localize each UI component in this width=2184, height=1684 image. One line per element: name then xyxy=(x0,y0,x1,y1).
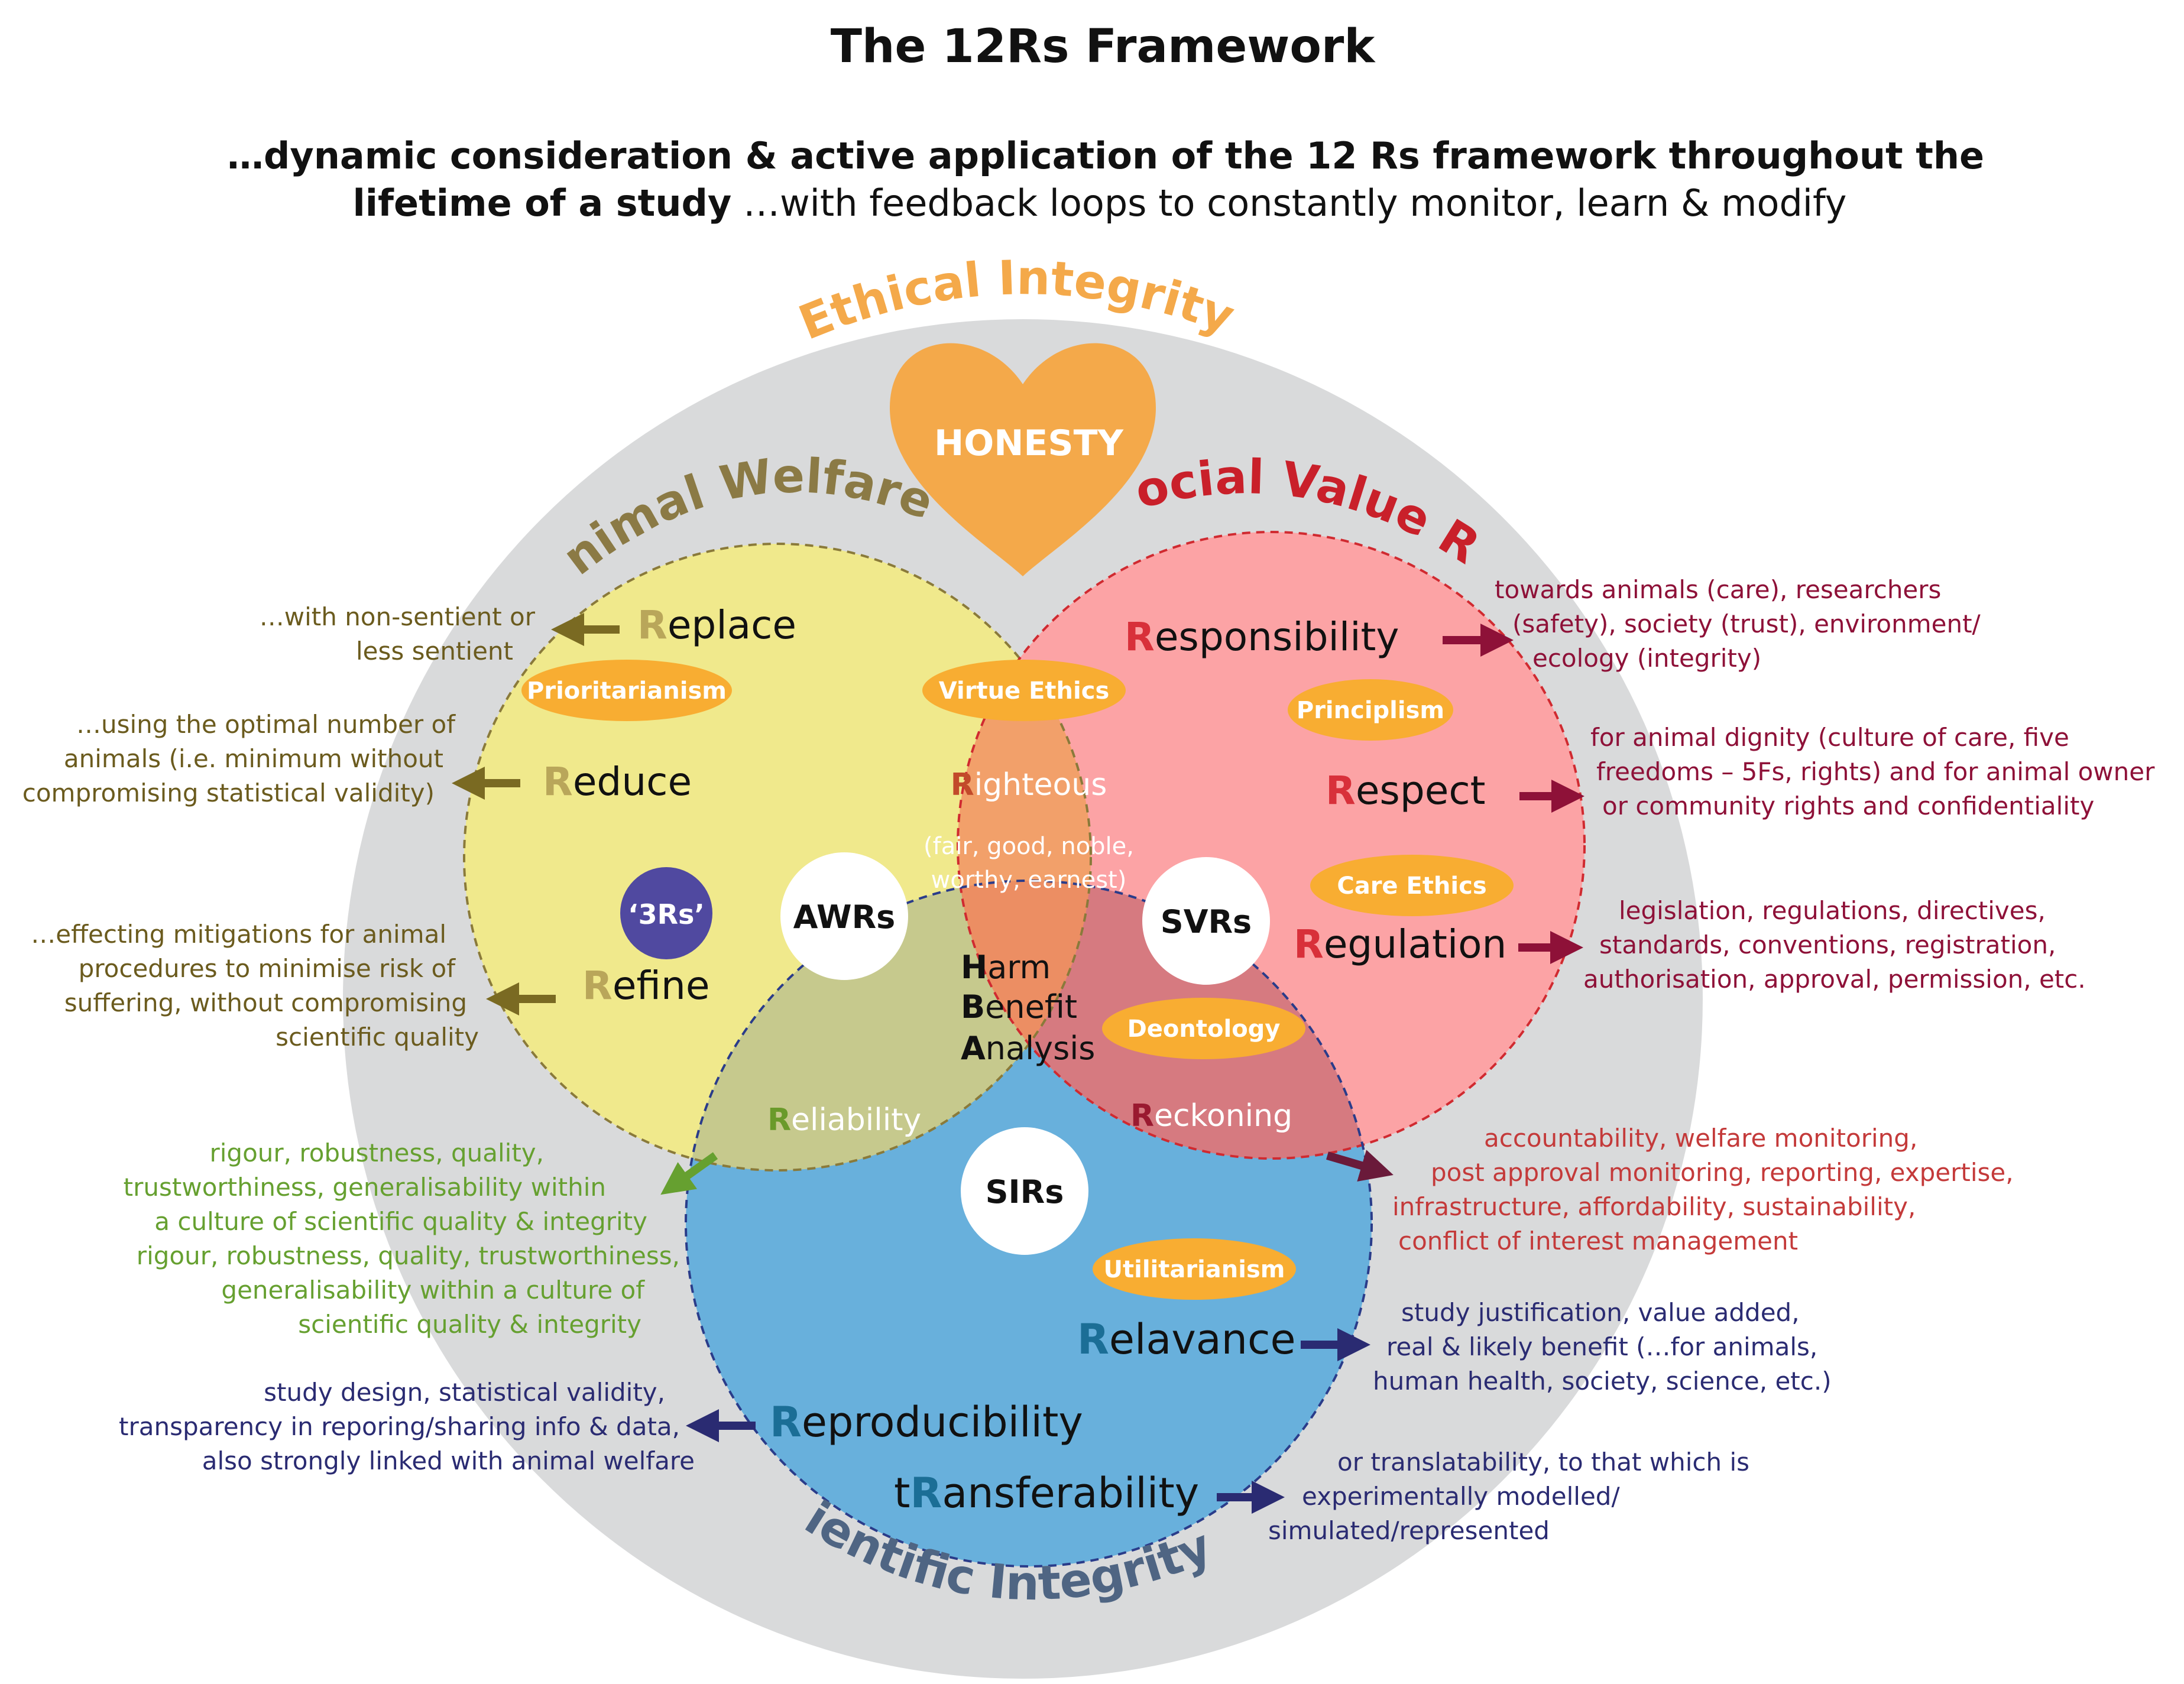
svg-text:trustworthiness, generalisabil: trustworthiness, generalisability within xyxy=(124,1173,606,1202)
svg-text:procedures to minimise risk of: procedures to minimise risk of xyxy=(79,954,456,983)
r-righteous: Righteous xyxy=(951,767,1107,803)
svg-text:study design, statistical vali: study design, statistical validity, xyxy=(264,1378,665,1407)
pill-virtue-ethics: Virtue Ethics xyxy=(922,660,1126,721)
svg-text:Virtue Ethics: Virtue Ethics xyxy=(939,677,1110,705)
badge-3rs: ‘3Rs’ xyxy=(620,867,712,959)
r-reproducibility: Reproducibility xyxy=(770,1398,1083,1446)
svg-text:Prioritarianism: Prioritarianism xyxy=(527,677,727,705)
note-transferability: or translatability, to that which is exp… xyxy=(1268,1448,1749,1545)
svg-text:less sentient: less sentient xyxy=(356,637,513,666)
svg-text:…effecting mitigations for ani: …effecting mitigations for animal xyxy=(31,920,446,949)
svg-text:(safety), society (trust), env: (safety), society (trust), environment/ xyxy=(1512,609,1981,638)
svg-text:also strongly linked with anim: also strongly linked with animal welfare xyxy=(202,1446,695,1475)
svg-text:suffering, without compromisin: suffering, without compromising xyxy=(64,988,467,1017)
svg-text:or translatability, to that wh: or translatability, to that which is xyxy=(1337,1448,1749,1477)
pill-principlism: Principlism xyxy=(1288,679,1453,741)
note-reproducibility: study design, statistical validity, tran… xyxy=(119,1378,695,1475)
note-reduce: …using the optimal number of animals (i.… xyxy=(22,710,456,807)
svg-text:accountability, welfare monito: accountability, welfare monitoring, xyxy=(1484,1124,1917,1153)
svg-text:legislation, regulations, dire: legislation, regulations, directives, xyxy=(1619,896,2046,925)
pill-utilitarianism: Utilitarianism xyxy=(1093,1238,1296,1300)
svg-text:freedoms – 5Fs, rights) and fo: freedoms – 5Fs, rights) and for animal o… xyxy=(1596,757,2155,786)
honesty-label: HONESTY xyxy=(934,423,1125,464)
note-respect: for animal dignity (culture of care, fiv… xyxy=(1590,723,2155,820)
svg-text:…using the optimal number of: …using the optimal number of xyxy=(76,710,456,739)
svg-text:generalisability within a cult: generalisability within a culture of xyxy=(221,1276,645,1305)
arrow-reliability xyxy=(660,1152,718,1195)
svg-text:for animal dignity (culture of: for animal dignity (culture of care, fiv… xyxy=(1590,723,2069,752)
scientific-integrity-outline xyxy=(685,880,1373,1568)
note-responsibility: towards animals (care), researchers (saf… xyxy=(1495,575,1981,673)
node-sirs: SIRs xyxy=(961,1127,1088,1255)
righteous-desc-1: (fair, good, noble, xyxy=(923,833,1134,860)
r-replace: Replace xyxy=(637,602,796,648)
hba-analysis: Analysis xyxy=(961,1030,1095,1067)
svg-text:SIRs: SIRs xyxy=(986,1173,1064,1211)
svg-text:Utilitarianism: Utilitarianism xyxy=(1104,1256,1285,1283)
svg-text:post approval monitoring, repo: post approval monitoring, reporting, exp… xyxy=(1431,1158,2014,1187)
svg-text:scientific quality: scientific quality xyxy=(276,1023,479,1052)
svg-text:SVRs: SVRs xyxy=(1161,903,1252,940)
svg-text:compromising statistical valid: compromising statistical validity) xyxy=(22,778,435,807)
r-refine: Refine xyxy=(582,963,709,1008)
note-reliability: rigour, robustness, quality, trustworthi… xyxy=(124,1138,680,1339)
svg-text:transparency in reporing/shari: transparency in reporing/sharing info & … xyxy=(119,1412,680,1441)
r-reliability: Reliability xyxy=(767,1102,921,1138)
svg-text:simulated/represented: simulated/represented xyxy=(1268,1516,1550,1545)
node-svrs: SVRs xyxy=(1142,857,1270,985)
note-relavance: study justification, value added, real &… xyxy=(1373,1298,1832,1396)
svg-text:ecology (integrity): ecology (integrity) xyxy=(1532,644,1761,673)
animal-welfare-outline xyxy=(463,543,1092,1172)
svg-text:rigour, robustness, quality, t: rigour, robustness, quality, trustworthi… xyxy=(137,1241,680,1270)
svg-text:Deontology: Deontology xyxy=(1127,1015,1281,1043)
svg-text:towards animals (care), resear: towards animals (care), researchers xyxy=(1495,575,1941,604)
r-reduce: Reduce xyxy=(543,759,692,804)
svg-text:scientific quality & integrity: scientific quality & integrity xyxy=(298,1310,641,1339)
pill-care-ethics: Care Ethics xyxy=(1310,855,1514,916)
node-awrs: AWRs xyxy=(780,852,908,980)
note-replace: …with non-sentient or less sentient xyxy=(260,602,536,666)
r-respect: Respect xyxy=(1326,768,1485,813)
note-regulation: legislation, regulations, directives, st… xyxy=(1583,896,2086,994)
svg-text:infrastructure, affordability,: infrastructure, affordability, sustainab… xyxy=(1392,1192,1916,1221)
righteous-desc-2: worthy, earnest) xyxy=(931,867,1127,894)
pill-prioritarianism: Prioritarianism xyxy=(521,660,732,721)
svg-text:Principlism: Principlism xyxy=(1297,697,1444,724)
subtitle-rest-part: …with feedback loops to constantly monit… xyxy=(731,181,1846,225)
lens-animal-science xyxy=(686,881,1091,1170)
r-relavance: Relavance xyxy=(1077,1315,1296,1364)
diagram-title: The 12Rs Framework xyxy=(831,20,1376,73)
r-responsibility: Responsibility xyxy=(1125,614,1399,660)
note-reckoning: accountability, welfare monitoring, post… xyxy=(1392,1124,2014,1255)
svg-text:‘3Rs’: ‘3Rs’ xyxy=(628,898,705,930)
svg-text:or community rights and confid: or community rights and confidentiality xyxy=(1602,791,2094,820)
note-refine: …effecting mitigations for animal proced… xyxy=(31,920,479,1052)
svg-text:Care Ethics: Care Ethics xyxy=(1337,872,1486,900)
svg-text:rigour, robustness, quality,: rigour, robustness, quality, xyxy=(209,1138,544,1167)
svg-text:…with non-sentient or: …with non-sentient or xyxy=(260,602,536,631)
svg-text:conflict of interest managemen: conflict of interest management xyxy=(1398,1227,1798,1255)
svg-text:experimentally modelled/: experimentally modelled/ xyxy=(1302,1482,1620,1511)
svg-text:standards, conventions, regist: standards, conventions, registration, xyxy=(1599,930,2056,959)
social-value-outline xyxy=(957,531,1586,1160)
r-reckoning: Reckoning xyxy=(1130,1098,1292,1134)
svg-text:a culture of scientific qualit: a culture of scientific quality & integr… xyxy=(154,1207,647,1236)
hba-benefit: Benefit xyxy=(961,988,1077,1026)
svg-text:animals (i.e. minimum without: animals (i.e. minimum without xyxy=(64,744,443,773)
diagram-subtitle-line2: lifetime of a study …with feedback loops… xyxy=(353,181,1847,225)
diagram-subtitle-line1: …dynamic consideration & active applicat… xyxy=(227,134,1984,177)
hba-harm: Harm xyxy=(961,949,1051,986)
r-regulation: Regulation xyxy=(1294,922,1506,967)
pill-deontology: Deontology xyxy=(1102,998,1305,1059)
arrow-reckoning xyxy=(1326,1150,1394,1182)
svg-text:authorisation, approval, permi: authorisation, approval, permission, etc… xyxy=(1583,965,2086,994)
subtitle-bold-part: lifetime of a study xyxy=(353,181,732,225)
honesty-heart-icon xyxy=(890,343,1156,576)
svg-text:real & likely benefit (…for an: real & likely benefit (…for animals, xyxy=(1386,1332,1817,1361)
r-transferability: tRansferability xyxy=(894,1469,1199,1517)
svg-text:human health, society, science: human health, society, science, etc.) xyxy=(1373,1367,1832,1396)
svg-text:study justification, value add: study justification, value added, xyxy=(1401,1298,1800,1327)
svg-text:AWRs: AWRs xyxy=(793,898,896,936)
